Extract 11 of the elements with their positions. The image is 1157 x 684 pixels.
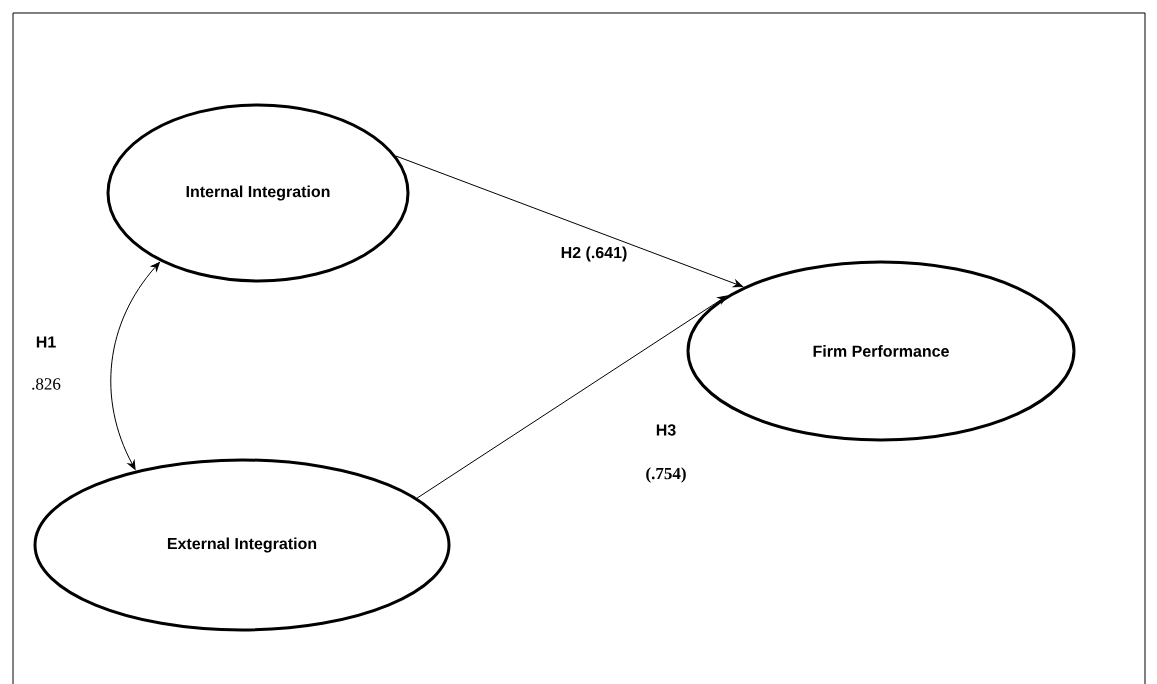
coefficient-label: .826 (30, 377, 62, 391)
ellipse-node: Firm Performance (686, 260, 1076, 442)
coefficient-label: (.754) (644, 466, 688, 484)
ellipse-node: External Integration (33, 458, 451, 632)
edge-label: H1 (34, 335, 58, 349)
arrow (110, 261, 160, 470)
ellipse-node: Internal Integration (106, 103, 410, 283)
edge-label: H3 (654, 423, 678, 437)
arrow (416, 295, 728, 499)
arrow (395, 155, 743, 288)
edge-label: H2 (.641) (559, 245, 629, 263)
